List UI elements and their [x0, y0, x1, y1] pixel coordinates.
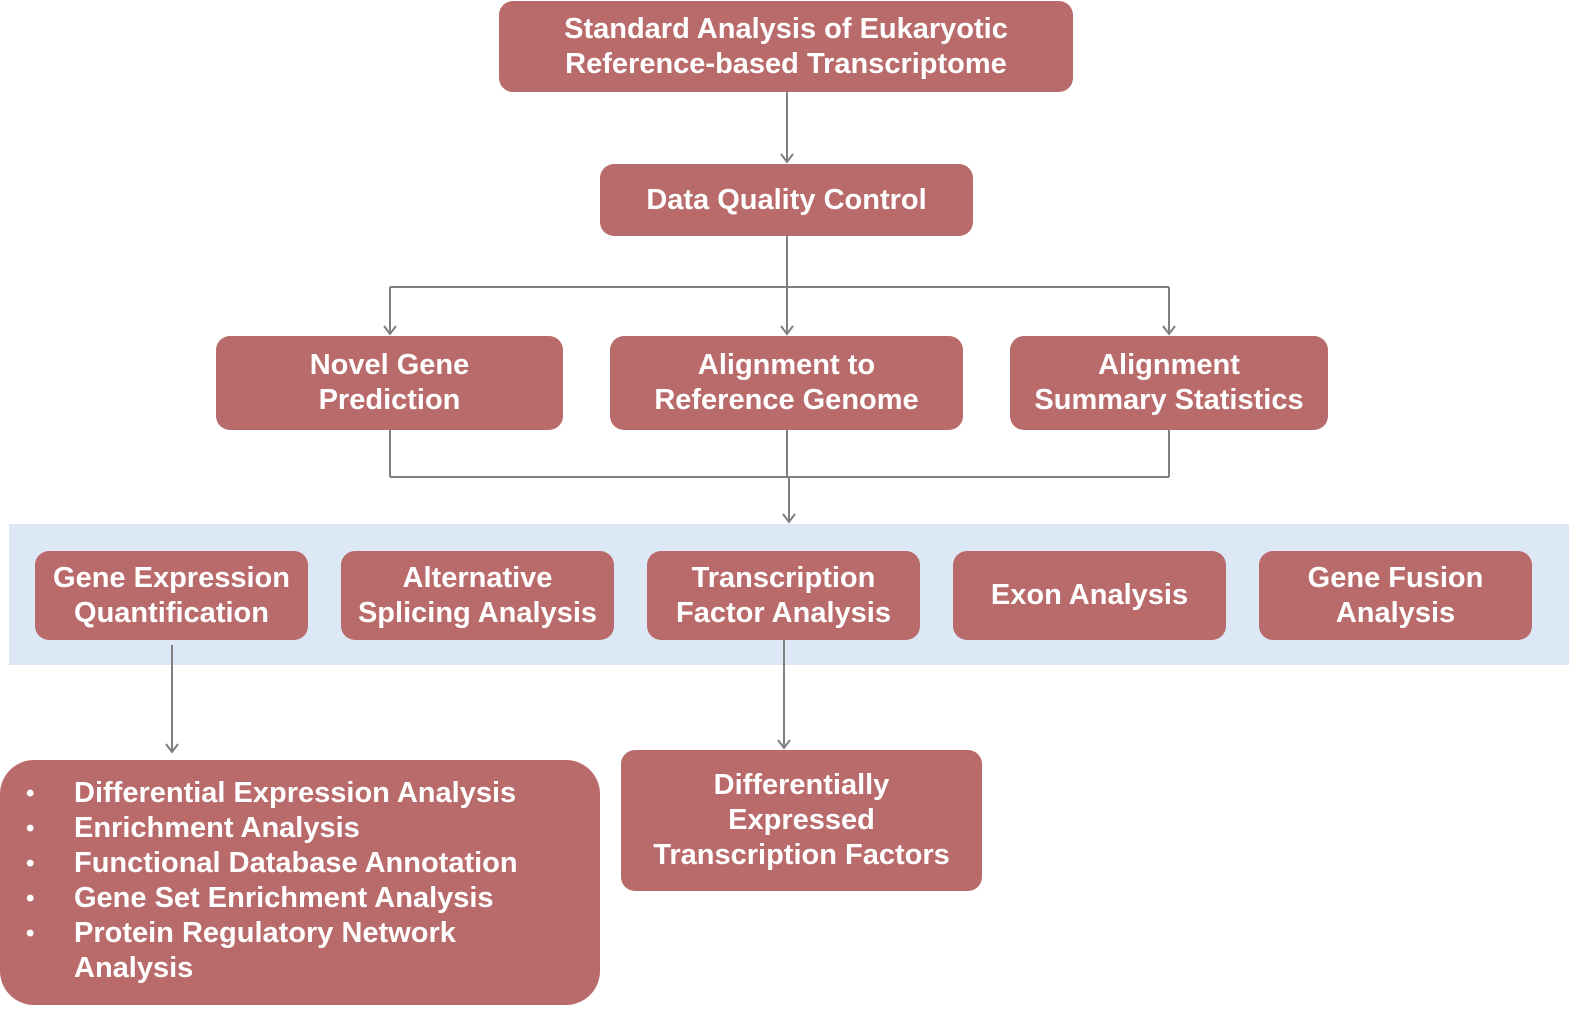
data-quality-control-label: Data Quality Control	[646, 183, 927, 216]
exon-analysis-node: Exon Analysis	[953, 551, 1226, 640]
data-quality-control-node: Data Quality Control	[600, 164, 973, 236]
gene-expression-quantification-label: Gene Expression Quantification	[53, 561, 290, 629]
list-item: Functional Database Annotation	[24, 846, 574, 881]
downstream-analyses-node: Differential Expression Analysis Enrichm…	[0, 760, 600, 1005]
root-node: Standard Analysis of Eukaryotic Referenc…	[499, 1, 1073, 92]
alignment-summary-statistics-node: Alignment Summary Statistics	[1010, 336, 1328, 430]
novel-gene-prediction-node: Novel Gene Prediction	[216, 336, 563, 430]
novel-gene-prediction-label: Novel Gene Prediction	[309, 349, 470, 416]
alternative-splicing-node: Alternative Splicing Analysis	[341, 551, 614, 640]
gene-fusion-analysis-label: Gene Fusion Analysis	[1307, 561, 1484, 629]
alignment-summary-statistics-label: Alignment Summary Statistics	[1034, 349, 1304, 416]
alignment-to-reference-label: Alignment to Reference Genome	[654, 349, 919, 416]
list-item: Protein Regulatory Network Analysis	[24, 916, 574, 986]
differentially-expressed-tf-label: Differentially Expressed Transcription F…	[653, 769, 950, 871]
differentially-expressed-tf-node: Differentially Expressed Transcription F…	[621, 750, 982, 891]
root-node-label: Standard Analysis of Eukaryotic Referenc…	[564, 12, 1008, 80]
list-item: Gene Set Enrichment Analysis	[24, 881, 574, 916]
list-item: Enrichment Analysis	[24, 811, 574, 846]
exon-analysis-label: Exon Analysis	[990, 579, 1189, 611]
transcription-factor-analysis-node: Transcription Factor Analysis	[647, 551, 920, 640]
alignment-to-reference-node: Alignment to Reference Genome	[610, 336, 963, 430]
gene-fusion-analysis-node: Gene Fusion Analysis	[1259, 551, 1532, 640]
downstream-analyses-list: Differential Expression Analysis Enrichm…	[24, 776, 574, 986]
gene-expression-quantification-node: Gene Expression Quantification	[35, 551, 308, 640]
alternative-splicing-label: Alternative Splicing Analysis	[357, 561, 598, 629]
transcription-factor-analysis-label: Transcription Factor Analysis	[676, 561, 891, 629]
list-item: Differential Expression Analysis	[24, 776, 574, 811]
